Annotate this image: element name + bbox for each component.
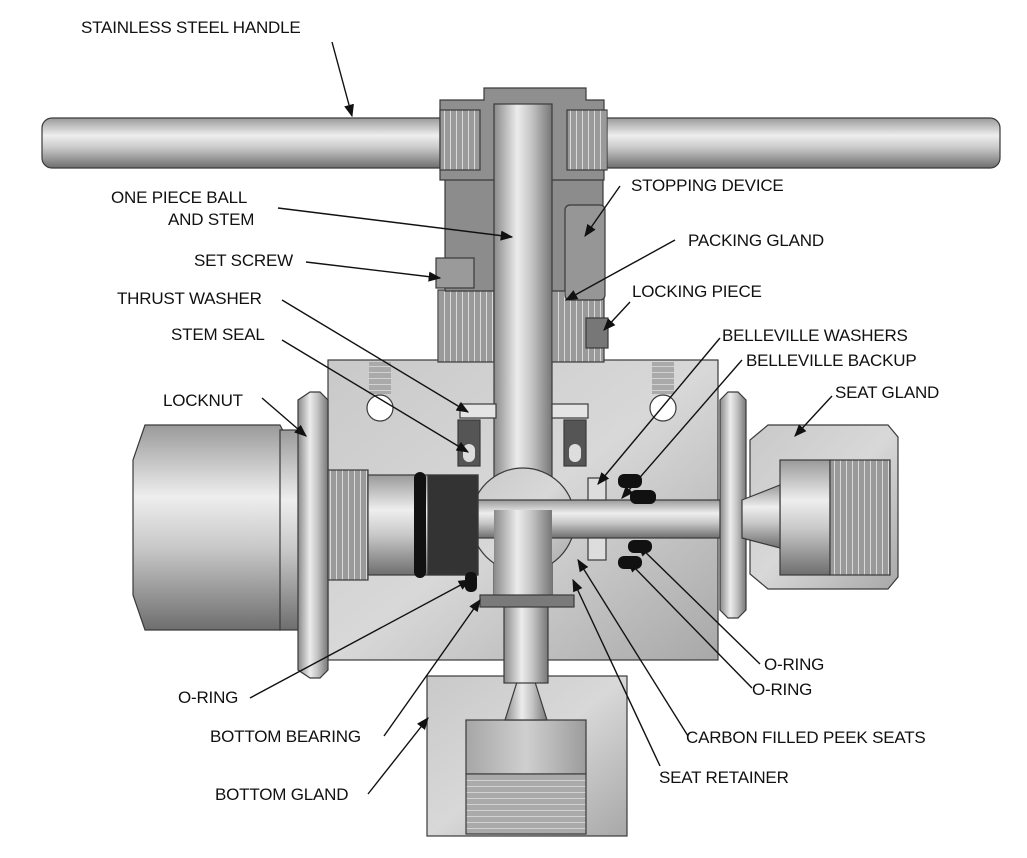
label-thrust-washer: THRUST WASHER <box>117 289 262 308</box>
label-locking-piece: LOCKING PIECE <box>632 282 762 301</box>
label-packing-gland: PACKING GLAND <box>688 231 824 250</box>
label-stem-seal: STEM SEAL <box>171 325 265 344</box>
seat-gland <box>719 391 899 619</box>
label-one-piece-ball-line2: AND STEM <box>168 210 254 229</box>
label-carbon-filled-peek-seats: CARBON FILLED PEEK SEATS <box>686 728 926 747</box>
label-set-screw: SET SCREW <box>194 251 293 270</box>
label-stainless-steel-handle: STAINLESS STEEL HANDLE <box>81 18 301 37</box>
label-seat-gland: SEAT GLAND <box>835 383 939 402</box>
label-seat-retainer: SEAT RETAINER <box>659 768 789 787</box>
label-locknut: LOCKNUT <box>163 391 243 410</box>
bottom-gland <box>426 604 628 837</box>
label-bottom-gland: BOTTOM GLAND <box>215 785 348 804</box>
label-stopping-device: STOPPING DEVICE <box>631 176 784 195</box>
label-one-piece-ball-line1: ONE PIECE BALL <box>111 188 247 207</box>
left-fitting <box>132 391 479 679</box>
label-belleville-backup: BELLEVILLE BACKUP <box>746 351 916 370</box>
label-o-ring-right-1: O-RING <box>764 655 824 674</box>
label-belleville-washers: BELLEVILLE WASHERS <box>722 326 908 345</box>
label-o-ring-right-2: O-RING <box>752 680 812 699</box>
leader-lines <box>249 41 833 795</box>
label-o-ring-left: O-RING <box>178 688 238 707</box>
ball-and-stem <box>470 103 756 608</box>
label-bottom-bearing: BOTTOM BEARING <box>210 727 361 746</box>
